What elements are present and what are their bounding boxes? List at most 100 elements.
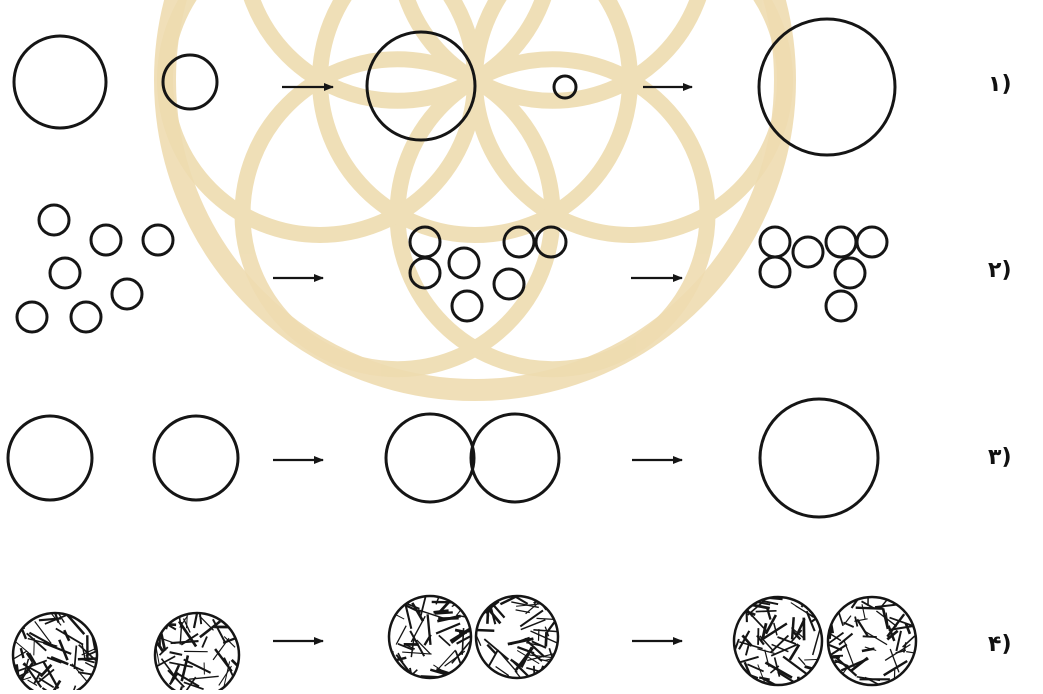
row2-aggregating-particle xyxy=(452,291,482,321)
fiber-stroke xyxy=(436,624,460,634)
row4-floc-3-fibers xyxy=(385,586,483,682)
fiber-stroke xyxy=(537,618,554,619)
fiber-stroke xyxy=(913,607,919,626)
fiber-stroke xyxy=(857,619,868,636)
fiber-stroke xyxy=(855,617,857,627)
fiber-stroke xyxy=(21,648,24,658)
fiber-stroke xyxy=(722,683,750,686)
row-label-3: (۳ xyxy=(988,445,1012,470)
fiber-stroke xyxy=(484,639,508,659)
row2-cluster-particle xyxy=(835,258,865,288)
row-label-1: (۱ xyxy=(988,72,1012,97)
row2-cluster-particle xyxy=(857,227,887,257)
fiber-stroke xyxy=(189,676,219,679)
row4-merged-floc-right xyxy=(828,597,916,685)
fiber-stroke xyxy=(554,590,555,620)
row2-dispersed-particle xyxy=(71,302,101,332)
fiber-stroke xyxy=(865,631,887,644)
fiber-stroke xyxy=(82,685,106,690)
row2-dispersed-particle xyxy=(91,225,121,255)
fiber-stroke xyxy=(150,624,176,625)
fiber-stroke xyxy=(912,658,919,681)
fiber-stroke xyxy=(395,594,403,601)
fiber-stroke xyxy=(844,616,851,625)
row2-cluster-particle xyxy=(826,227,856,257)
fiber-stroke xyxy=(735,639,739,649)
fiber-stroke xyxy=(202,637,207,648)
fiber-stroke xyxy=(488,650,498,668)
fiber-stroke xyxy=(25,608,30,619)
fiber-stroke xyxy=(465,586,471,607)
fiber-stroke xyxy=(798,657,805,665)
fiber-stroke xyxy=(232,615,237,626)
row2-dispersed-particle xyxy=(17,302,47,332)
row2-aggregating-particle xyxy=(494,269,524,299)
fiber-stroke xyxy=(767,609,770,620)
row1-large-circle xyxy=(14,36,106,128)
fiber-stroke xyxy=(747,664,763,671)
row2-dispersed-particle xyxy=(39,205,69,235)
row-label-2: (۲ xyxy=(988,258,1012,283)
fiber-stroke xyxy=(178,686,182,690)
fiber-stroke xyxy=(468,598,489,599)
row3-droplet-1 xyxy=(8,416,92,500)
fiber-stroke xyxy=(746,645,749,655)
fiber-stroke xyxy=(739,642,762,649)
fiber-stroke xyxy=(458,593,481,600)
row4-floc-4-fibers xyxy=(468,590,569,685)
row2-cluster-particle xyxy=(760,257,790,287)
fiber-stroke xyxy=(759,678,770,680)
fiber-stroke xyxy=(792,617,794,639)
fiber-stroke xyxy=(546,632,547,646)
fiber-stroke xyxy=(70,686,76,690)
fiber-stroke xyxy=(17,605,24,629)
fiber-stroke xyxy=(783,657,808,676)
diagram-row-3 xyxy=(8,399,878,517)
row2-dispersed-particle xyxy=(112,279,142,309)
diagram-row-4 xyxy=(3,586,919,690)
fiber-stroke xyxy=(798,677,799,689)
row3-touching-droplet-1 xyxy=(386,414,474,502)
fiber-stroke xyxy=(856,608,884,609)
fiber-stroke xyxy=(194,603,199,628)
fiber-stroke xyxy=(78,658,102,659)
fiber-stroke xyxy=(862,604,865,619)
fiber-stroke xyxy=(471,597,486,600)
fiber-stroke xyxy=(804,659,826,660)
fiber-stroke xyxy=(511,660,521,667)
fiber-stroke xyxy=(44,643,72,654)
row4-merged-floc-left-fibers xyxy=(722,591,826,690)
fiber-stroke xyxy=(170,652,183,655)
fiber-stroke xyxy=(13,614,27,623)
fiber-stroke xyxy=(435,612,453,613)
row3-touching-droplet-2 xyxy=(471,414,559,502)
fiber-stroke xyxy=(516,610,530,613)
row2-dispersed-particle xyxy=(50,258,80,288)
fiber-stroke xyxy=(531,631,558,643)
fiber-stroke xyxy=(448,661,470,676)
row-label-4: (۴ xyxy=(988,632,1012,657)
row4-merged-floc-right-fibers xyxy=(819,589,918,690)
fiber-stroke xyxy=(862,649,875,651)
row2-cluster-particle xyxy=(826,291,856,321)
row2-cluster-particle xyxy=(793,237,823,267)
fiber-stroke xyxy=(396,626,406,645)
fiber-stroke xyxy=(905,676,914,688)
fiber-stroke xyxy=(74,646,76,669)
row2-aggregating-particle xyxy=(449,248,479,278)
fiber-stroke xyxy=(521,620,546,630)
fiber-stroke xyxy=(813,629,820,655)
fiber-stroke xyxy=(151,615,162,633)
fiber-stroke xyxy=(472,630,495,631)
row2-cluster-particle xyxy=(760,227,790,257)
fiber-stroke xyxy=(148,656,175,671)
fiber-stroke xyxy=(896,631,901,651)
fiber-stroke xyxy=(402,652,431,654)
fiber-stroke xyxy=(473,590,496,604)
fiber-stroke xyxy=(231,614,246,615)
fiber-stroke xyxy=(536,666,544,685)
row3-droplet-2 xyxy=(154,416,238,500)
row3-merged-droplet xyxy=(760,399,878,517)
